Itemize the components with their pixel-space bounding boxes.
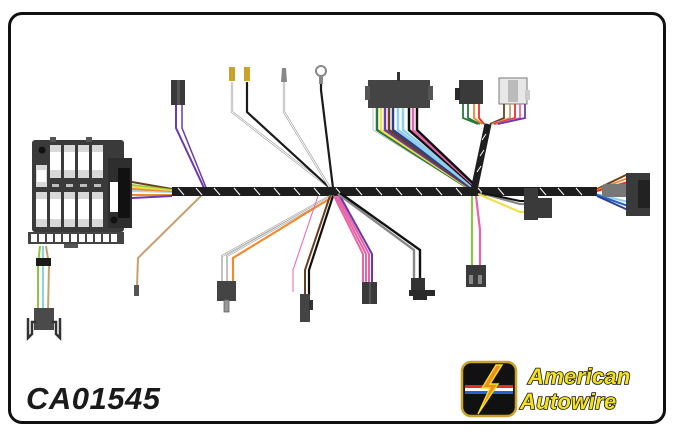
fuse-block-wire-fan xyxy=(131,181,173,199)
orange-connector xyxy=(217,195,335,313)
fuse-block xyxy=(28,137,132,248)
dual-connectors xyxy=(455,77,530,191)
brown-black-connector xyxy=(300,195,335,322)
brand-logo: American Autowire xyxy=(460,360,665,418)
purple-connector xyxy=(171,80,208,191)
pink-lead xyxy=(292,195,319,292)
brand-name-line2: Autowire xyxy=(519,389,617,414)
right-connector xyxy=(596,173,650,216)
main-harness-trunk xyxy=(172,187,597,196)
yellow-connector xyxy=(477,188,552,220)
gray-black-socket xyxy=(337,192,435,300)
tan-terminal xyxy=(134,191,206,296)
multi-pin-connector xyxy=(365,72,481,192)
brand-name-line1: American xyxy=(527,364,631,389)
spade-terminals xyxy=(229,67,331,189)
part-number-label: CA01545 xyxy=(26,381,161,416)
fuse-block-plug xyxy=(26,245,62,342)
pink-purple-connector xyxy=(333,195,377,304)
lightning-bolt-icon xyxy=(460,360,518,418)
bullet-terminal xyxy=(281,68,331,189)
ring-terminal xyxy=(315,65,335,189)
green-pink-connector xyxy=(466,195,486,287)
